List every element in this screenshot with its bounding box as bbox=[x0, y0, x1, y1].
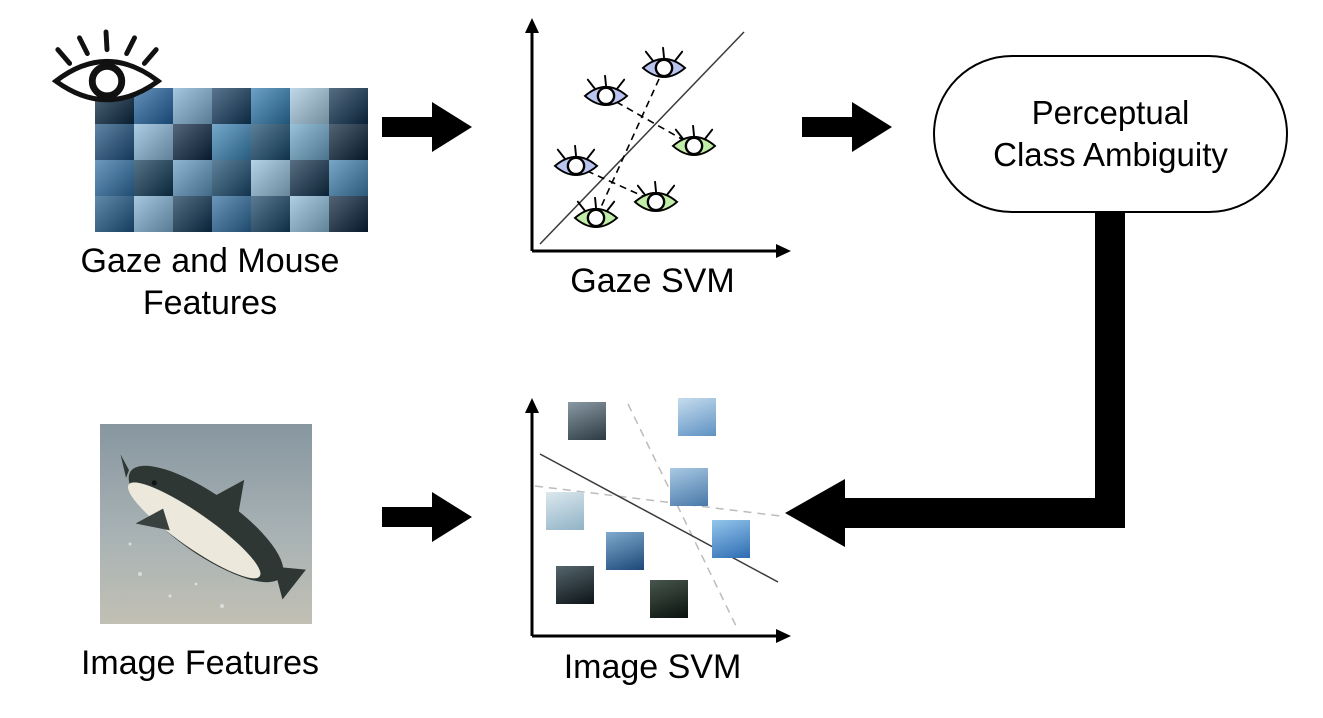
thumbnail bbox=[251, 196, 290, 232]
thumbnail bbox=[251, 88, 290, 124]
eye-marker-green bbox=[573, 196, 619, 229]
perceptual-ambiguity-node: Perceptual Class Ambiguity bbox=[933, 55, 1288, 213]
image-svm-axes bbox=[525, 398, 791, 643]
thumbnail bbox=[134, 124, 173, 160]
ambiguity-pair-line bbox=[605, 95, 695, 147]
thumbnail bbox=[290, 88, 329, 124]
thumbnail bbox=[212, 160, 251, 196]
gaze-svm-plot bbox=[510, 16, 795, 261]
thumbnail bbox=[173, 124, 212, 160]
gaze-features-label-line1: Gaze and Mouse bbox=[80, 242, 340, 280]
eye-marker-green bbox=[633, 180, 679, 213]
thumbnail bbox=[173, 88, 212, 124]
image-sample-thumb bbox=[670, 468, 708, 506]
image-sample-thumb bbox=[568, 402, 606, 440]
eye-marker-blue bbox=[641, 46, 687, 79]
elbow-arrow-ambiguity-to-image-svm bbox=[785, 213, 1125, 547]
thumbnail bbox=[134, 160, 173, 196]
svm-decision-line bbox=[539, 453, 779, 583]
flow-arrow-svm-to-ambiguity bbox=[802, 102, 892, 152]
thumbnail bbox=[329, 196, 368, 232]
thumbnail bbox=[290, 124, 329, 160]
image-svm-plot bbox=[510, 396, 795, 646]
thumbnail bbox=[95, 196, 134, 232]
image-features-label: Image Features bbox=[80, 644, 320, 682]
eye-marker-blue bbox=[553, 144, 599, 177]
eye-marker-green bbox=[671, 124, 717, 157]
thumbnail bbox=[212, 88, 251, 124]
thumbnail bbox=[212, 124, 251, 160]
thumbnail bbox=[251, 124, 290, 160]
image-sample-thumb bbox=[606, 532, 644, 570]
svm-decision-line bbox=[539, 31, 745, 245]
image-svm-label: Image SVM bbox=[563, 648, 742, 686]
gaze-svm-axes bbox=[525, 18, 791, 258]
eye-icon bbox=[51, 29, 163, 103]
perceptual-label-line1: Perceptual bbox=[1031, 94, 1190, 131]
thumbnail bbox=[134, 196, 173, 232]
image-sample-thumb bbox=[712, 520, 750, 558]
thumbnail bbox=[212, 196, 251, 232]
thumbnail bbox=[173, 196, 212, 232]
thumbnail bbox=[290, 160, 329, 196]
thumbnail bbox=[95, 124, 134, 160]
gaze-points-layer bbox=[553, 46, 717, 229]
image-sample-thumb bbox=[546, 492, 584, 530]
image-sample-thumb bbox=[650, 580, 688, 618]
thumbnail bbox=[329, 160, 368, 196]
perceptual-label-line2: Class Ambiguity bbox=[993, 136, 1228, 173]
gaze-features-label: Gaze and Mouse Features bbox=[25, 240, 395, 324]
image-sample-thumb bbox=[678, 398, 716, 436]
gaze-svm-label: Gaze SVM bbox=[570, 262, 735, 300]
dolphin-body bbox=[120, 454, 306, 600]
flow-arrow-gaze-to-svm bbox=[382, 102, 472, 152]
dolphin-image bbox=[100, 424, 312, 624]
thumbnail bbox=[95, 160, 134, 196]
thumbnail bbox=[251, 160, 290, 196]
image-sample-thumb bbox=[556, 566, 594, 604]
thumbnail bbox=[329, 88, 368, 124]
thumbnail bbox=[173, 160, 212, 196]
eye-marker-blue bbox=[583, 74, 629, 107]
thumbnail-grid bbox=[95, 88, 368, 232]
flow-arrow-image-to-svm bbox=[382, 492, 472, 542]
thumbnail bbox=[290, 196, 329, 232]
thumbnail bbox=[329, 124, 368, 160]
ambiguity-pair-line bbox=[595, 67, 665, 219]
gaze-features-label-line2: Features bbox=[142, 284, 278, 322]
